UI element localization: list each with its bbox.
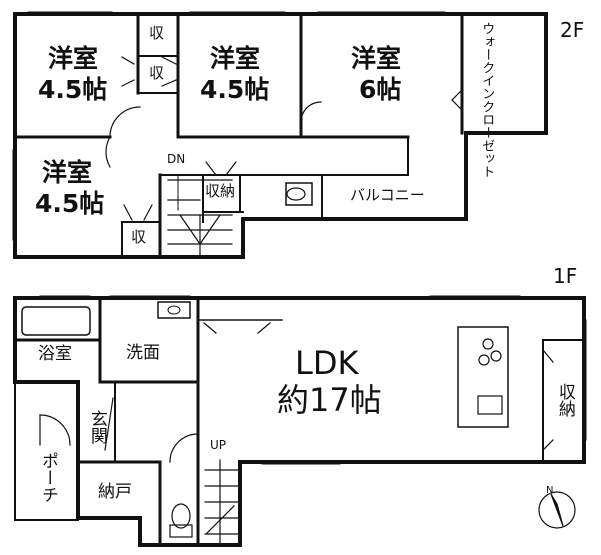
- first-floor-walls: [13, 296, 586, 547]
- floor-label-2f: 2F: [560, 18, 585, 42]
- ldk-name: LDK: [295, 344, 359, 382]
- room-b-name: 洋室: [210, 44, 261, 73]
- closet-3-label: 収: [131, 228, 147, 246]
- compass-north-label: N: [546, 485, 554, 496]
- first-floor-windows: [39, 295, 587, 465]
- closet-1f-label: 納戸: [98, 482, 132, 502]
- second-floor-doors: [105, 56, 463, 221]
- second-floor-windows: [12, 11, 467, 241]
- room-b-size: 4.5帖: [200, 75, 270, 104]
- floor-label-1f: 1F: [553, 264, 578, 288]
- room-d-size: 4.5帖: [35, 189, 105, 218]
- stairs-dn-label: DN: [167, 152, 186, 166]
- room-d-name: 洋室: [42, 158, 93, 187]
- closet-2-label: 収: [149, 64, 165, 82]
- porch-label: ポーチ: [37, 452, 58, 503]
- room-a-size: 4.5帖: [38, 75, 108, 104]
- first-floor-doors: [39, 322, 554, 463]
- walk-in-closet-label: ウォークインクローゼット: [479, 22, 495, 178]
- washroom-label: 洗面: [126, 343, 160, 363]
- closet-1-label: 収: [149, 24, 165, 42]
- room-c-size: 6帖: [359, 75, 402, 104]
- bathroom-label: 浴室: [38, 344, 72, 364]
- stairs-up-label: UP: [210, 438, 227, 452]
- balcony-label: バルコニー: [350, 186, 425, 204]
- room-a-name: 洋室: [48, 44, 99, 73]
- entrance-label: 玄関: [86, 410, 107, 444]
- room-c-name: 洋室: [351, 44, 402, 73]
- storage-2f-label: 収納: [205, 182, 236, 200]
- first-floor-stairs: [204, 459, 239, 546]
- compass-icon: [538, 491, 576, 529]
- second-floor-walls: [13, 12, 548, 259]
- ldk-size: 約17帖: [277, 381, 382, 419]
- second-floor-stairs: [167, 175, 233, 258]
- storage-1f-label: 収納: [554, 383, 575, 417]
